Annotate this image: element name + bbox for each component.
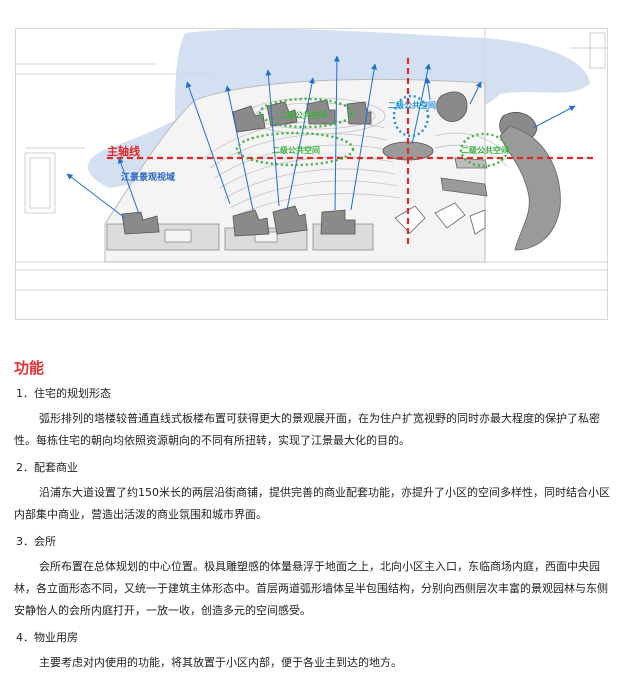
public-space-circle-1 xyxy=(258,97,354,129)
public-space-label-4: 二级公共空间 xyxy=(461,145,509,155)
river-view-label: 江景景观视域 xyxy=(121,171,175,183)
public-space-label-1: 二级公共空间 xyxy=(279,110,327,120)
public-space-markers xyxy=(235,94,509,168)
public-space-circle-4 xyxy=(459,132,509,168)
function-description: 功能 1．住宅的规划形态 弧形排列的塔楼较普通直线式板楼布置可获得更大的景观展开… xyxy=(14,357,614,681)
site-plan-diagram: 主轴线 江景景观视域 二级公共空间 二级公共空间 二级公共空间 二级公共空间 xyxy=(15,28,608,320)
item-title-property-management: 4．物业用房 xyxy=(16,631,78,644)
residential-towers xyxy=(121,91,538,237)
section-heading: 功能 xyxy=(14,359,45,377)
axis-lines xyxy=(107,58,595,246)
item-body-property-management: 主要考虑对内使用的功能，将其放置于小区内部，便于各业主到达的地方。 xyxy=(39,656,402,669)
item-title-clubhouse: 3．会所 xyxy=(16,535,56,548)
commercial-buildings xyxy=(394,125,561,251)
public-space-label-2: 二级公共空间 xyxy=(272,145,320,155)
item-body-commercial: 沿浦东大道设置了约150米长的两层沿街商铺，提供完善的商业配套功能，亦提升了小区… xyxy=(14,486,610,521)
main-axis-label: 主轴线 xyxy=(107,144,140,158)
item-title-residential: 1．住宅的规划形态 xyxy=(16,387,111,400)
item-body-clubhouse: 会所布置在总体规划的中心位置。极具雕塑感的体量悬浮于地面之上，北向小区主入口，东… xyxy=(14,560,608,617)
public-space-circle-2 xyxy=(235,131,355,167)
public-space-label-3: 二级公共空间 xyxy=(388,100,436,110)
item-body-residential: 弧形排列的塔楼较普通直线式板楼布置可获得更大的景观展开面，在为住户扩宽视野的同时… xyxy=(14,412,600,447)
public-space-circle-3 xyxy=(392,94,430,138)
view-arrows xyxy=(66,55,576,219)
item-title-commercial: 2．配套商业 xyxy=(16,461,78,474)
